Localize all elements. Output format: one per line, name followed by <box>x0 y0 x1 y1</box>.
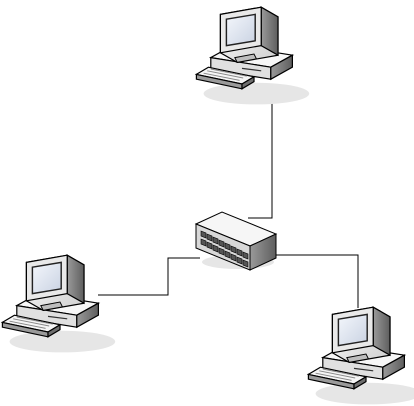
desktop-computer-icon <box>1 254 116 354</box>
link-switch-pc-top <box>248 84 273 219</box>
desktop-computer-icon <box>307 306 414 406</box>
switch-ports <box>200 230 249 268</box>
link-switch-pc-right <box>258 254 359 308</box>
network-switch-icon <box>194 211 278 271</box>
desktop-computer-icon <box>195 6 310 106</box>
link-switch-pc-left <box>98 257 200 296</box>
